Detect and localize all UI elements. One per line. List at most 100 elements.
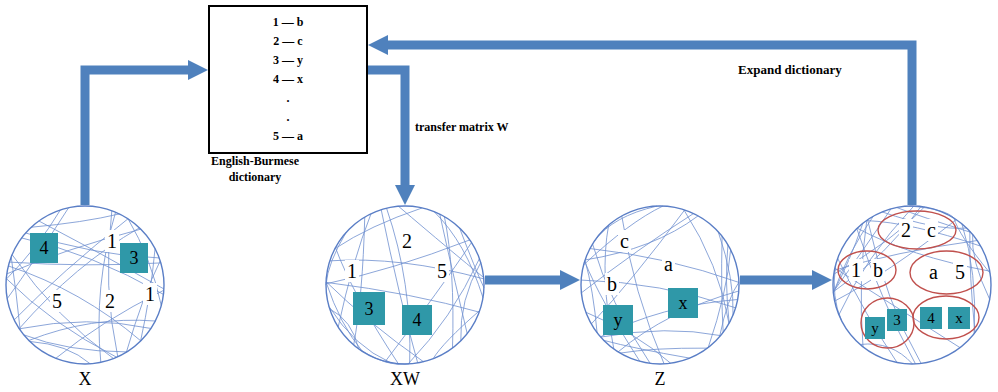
word-label: 5 (953, 261, 967, 283)
word-label: y (614, 310, 623, 330)
circle-border (833, 206, 991, 364)
ellipse-border (878, 211, 956, 249)
ellipse-border (913, 296, 979, 339)
link-line (31, 214, 119, 227)
dictionary-entry: 3 — y (218, 51, 358, 70)
flow-arrow (388, 45, 912, 205)
word-square: 3 (887, 309, 907, 331)
word-label: 1 (345, 260, 359, 282)
space-links (6, 208, 164, 364)
link-line (434, 212, 483, 298)
link-line (585, 261, 640, 361)
word-square: x (668, 288, 698, 318)
link-line (19, 322, 151, 329)
word-square: 3 (353, 292, 385, 325)
embedding-space: y x c a b (580, 205, 740, 365)
ellipse-outline (837, 250, 897, 290)
ellipse-outline (877, 210, 957, 250)
space-label: Z (635, 368, 685, 391)
word-label: 2 (400, 230, 414, 252)
embedding-space: 3 4 2 1 5 (325, 205, 485, 365)
link-line (444, 217, 453, 349)
pair-ellipse: a5 (909, 250, 984, 295)
ellipse-border (838, 251, 896, 289)
dictionary-entry: 5 — a (218, 127, 358, 146)
circle-outline (325, 205, 485, 365)
space-label: X (60, 368, 110, 391)
pair-ellipse: 2c (877, 210, 957, 250)
dictionary-entry: . (218, 108, 358, 127)
word-label: c (925, 219, 938, 241)
word-square: 3 (120, 243, 148, 273)
word-label: a (662, 253, 675, 275)
word-square: 4 (920, 307, 942, 329)
link-line (839, 206, 914, 315)
link-line (8, 266, 140, 341)
link-line (585, 260, 597, 333)
flow-arrow (485, 276, 560, 285)
word-square: y (603, 305, 633, 335)
word-label: 5 (435, 260, 449, 282)
word-square: y (865, 317, 885, 339)
dictionary-entry: 4 — x (218, 70, 358, 89)
word-label: 1 (143, 283, 157, 305)
circle-outline (580, 205, 740, 365)
space-links (581, 206, 739, 364)
link-line (359, 349, 409, 365)
word-label: 4 (413, 310, 422, 330)
ellipse-border (861, 298, 914, 348)
flow-arrow (368, 70, 405, 185)
link-line (408, 259, 479, 364)
link-line (326, 232, 346, 285)
word-label: x (679, 293, 688, 313)
dictionary-entry: . (218, 89, 358, 108)
word-label: 2 (103, 290, 117, 312)
link-line (593, 244, 651, 363)
edge-label: transfer matrix W (415, 120, 509, 135)
word-label: 1 (849, 259, 863, 281)
link-line (14, 219, 128, 320)
word-label: 1 (105, 230, 119, 252)
link-line (381, 210, 418, 363)
link-line (585, 216, 698, 260)
link-line (335, 248, 398, 364)
circle-outline (5, 205, 165, 365)
link-line (722, 236, 724, 332)
word-label: x (955, 310, 963, 327)
pair-ellipse: y3 (860, 297, 915, 349)
word-label: 3 (130, 248, 139, 268)
word-label: 4 (927, 310, 935, 327)
word-square: x (948, 307, 970, 329)
edge-label: Expand dictionary (738, 62, 842, 78)
word-label: b (605, 273, 619, 295)
word-label: 5 (50, 290, 64, 312)
word-label: c (618, 230, 631, 252)
circle-border (581, 206, 739, 364)
pair-ellipse: 1b (837, 250, 897, 290)
link-line (326, 240, 470, 284)
circle-border (6, 206, 164, 364)
word-label: b (871, 259, 885, 281)
word-label: a (927, 261, 940, 283)
link-line (860, 344, 912, 364)
dictionary-entry: 2 — c (218, 32, 358, 51)
embedding-space: 431521 (5, 205, 165, 365)
embedding-space: 2c1ba5y34x (832, 205, 992, 365)
ellipse-outline (909, 250, 984, 295)
link-line (11, 257, 20, 330)
link-line (604, 340, 690, 358)
dictionary-caption: English-Burmese dictionary (195, 154, 315, 185)
link-line (6, 210, 60, 279)
link-line (620, 348, 707, 353)
link-line (868, 220, 922, 364)
word-label: 2 (899, 219, 913, 241)
pair-ellipse: 4x (912, 295, 980, 340)
flow-arrow (85, 70, 188, 205)
space-links (833, 206, 990, 364)
word-label: y (871, 320, 879, 337)
space-links (326, 206, 484, 364)
link-line (433, 310, 480, 358)
link-line (460, 228, 484, 288)
